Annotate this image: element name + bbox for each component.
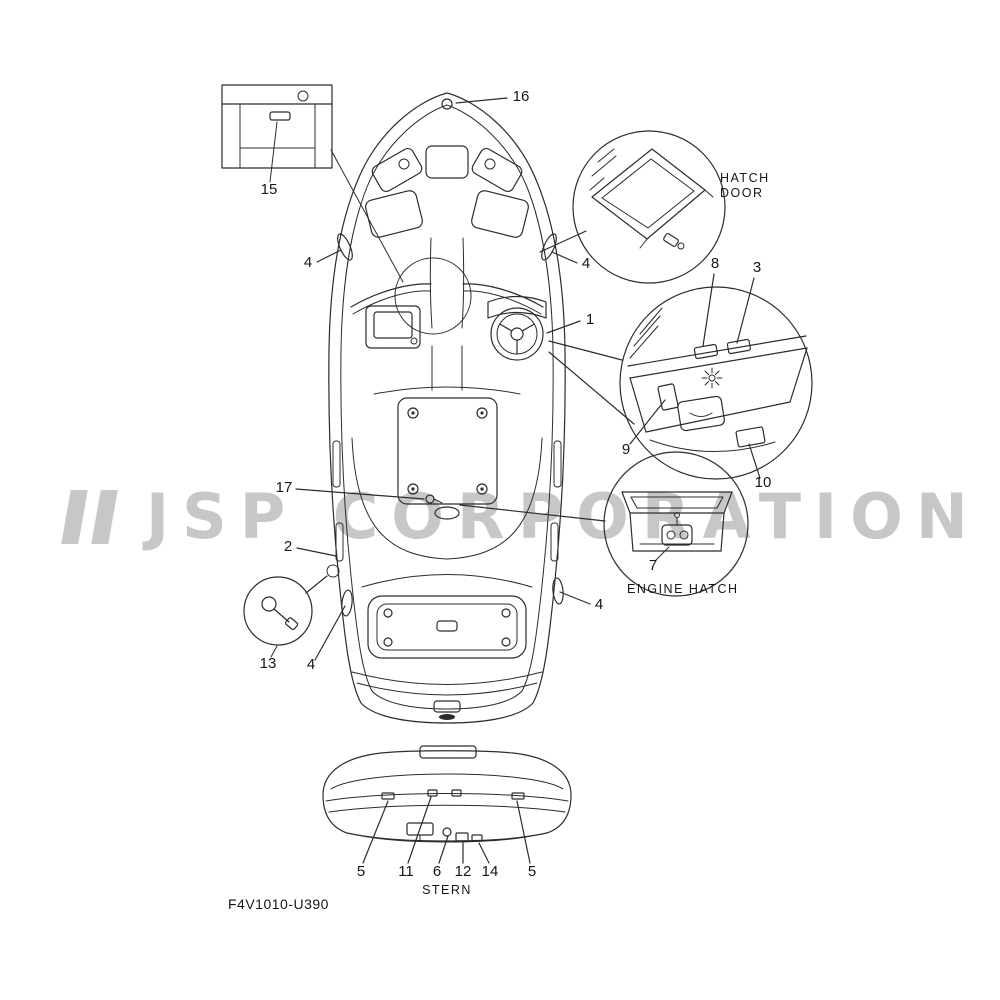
bow-navigation-light bbox=[441, 98, 453, 110]
section-labels: HATCH DOOR ENGINE HATCH STERN F4V1010-U3… bbox=[228, 171, 770, 912]
hull-outline-outer bbox=[328, 92, 566, 724]
engine-hatch-label: ENGINE HATCH bbox=[627, 582, 739, 596]
inset-detail-15 bbox=[221, 84, 404, 283]
switch-panel-8 bbox=[693, 343, 718, 360]
callout-circle bbox=[243, 576, 313, 646]
bow-speaker-left bbox=[398, 158, 410, 170]
part-number-12: 12 bbox=[455, 863, 472, 880]
windshield-left bbox=[350, 283, 432, 308]
rear-bench bbox=[367, 595, 527, 659]
part-number-15: 15 bbox=[261, 181, 278, 198]
engine-hatch-opening bbox=[621, 491, 733, 514]
stern-center-pod bbox=[419, 745, 477, 759]
part-17-latch bbox=[425, 494, 435, 504]
steering-hub bbox=[510, 327, 524, 341]
part-number-6: 6 bbox=[433, 863, 441, 880]
part-number-2: 2 bbox=[284, 538, 292, 555]
hatch-door-callout bbox=[539, 130, 726, 284]
part-number-13: 13 bbox=[260, 655, 277, 672]
inset-frame bbox=[221, 84, 333, 169]
part-number-5-right: 5 bbox=[528, 863, 536, 880]
steering-wheel bbox=[490, 307, 544, 361]
glove-box bbox=[677, 395, 725, 432]
part-15-component bbox=[269, 111, 291, 121]
panel-9 bbox=[657, 383, 679, 411]
console-display bbox=[373, 311, 413, 339]
port-console bbox=[365, 305, 421, 349]
hatch-door-label-line2: DOOR bbox=[720, 186, 764, 200]
hull-marker bbox=[326, 564, 340, 578]
deck-hatch-oval bbox=[434, 506, 460, 520]
callout-circle bbox=[572, 130, 726, 284]
part-number-10: 10 bbox=[755, 474, 772, 491]
console-region-circle bbox=[394, 257, 472, 335]
bow-cushion-lower-right bbox=[471, 190, 529, 238]
part-number-11: 11 bbox=[398, 863, 414, 880]
bow-speaker-right bbox=[484, 158, 496, 170]
part-number-4-lower-right: 4 bbox=[595, 596, 603, 613]
part-number-labels: 16 15 4 4 1 8 3 9 10 17 2 7 4 13 4 5 11 … bbox=[260, 88, 772, 880]
fitting-12 bbox=[455, 832, 469, 842]
boat-top-view bbox=[328, 92, 566, 724]
part-number-16: 16 bbox=[513, 88, 530, 105]
latch-ring bbox=[261, 596, 277, 612]
stern-label: STERN bbox=[422, 883, 472, 897]
watermark-text: JSP CORPORATION bbox=[146, 480, 981, 553]
latch-callout-13 bbox=[243, 564, 340, 658]
gunwale-pad-lower-left bbox=[341, 589, 353, 617]
part-number-7: 7 bbox=[649, 557, 657, 574]
transom-fitting-right bbox=[511, 792, 525, 800]
gunwale-pad-upper-left bbox=[337, 233, 353, 261]
panel-10 bbox=[735, 426, 766, 448]
hatch-hinge bbox=[663, 233, 679, 247]
gunwale-pad-lower-right bbox=[552, 577, 564, 605]
part-number-4-upper-right: 4 bbox=[582, 255, 590, 272]
transom-fitting-midleft bbox=[427, 789, 438, 797]
drain-fitting bbox=[442, 827, 452, 837]
callout-circle bbox=[619, 286, 813, 480]
part-number-4-upper-left: 4 bbox=[304, 254, 312, 271]
part-number-3: 3 bbox=[753, 259, 761, 276]
bow-cushion-upper-right bbox=[471, 147, 523, 193]
part-number-14: 14 bbox=[482, 863, 499, 880]
watermark: JSP CORPORATION bbox=[52, 486, 981, 548]
gunwale-pad-upper-right bbox=[541, 233, 557, 261]
engine-hatch-callout bbox=[459, 451, 749, 597]
part-number-1: 1 bbox=[586, 311, 594, 328]
bow-cushion-upper-left bbox=[371, 147, 423, 193]
hatch-door-label-line1: HATCH bbox=[720, 171, 770, 185]
part-number-4-lower-left: 4 bbox=[307, 656, 315, 673]
part-number-8: 8 bbox=[711, 255, 719, 272]
windshield-right bbox=[462, 283, 544, 308]
helm-dashboard bbox=[487, 295, 547, 319]
part-number-5-left: 5 bbox=[357, 863, 365, 880]
stern-view bbox=[322, 745, 572, 864]
part-number-17: 17 bbox=[276, 479, 293, 496]
transom-fitting-midright bbox=[451, 789, 462, 797]
engine-cover bbox=[397, 397, 498, 505]
bow-cushion-lower-left bbox=[365, 190, 423, 238]
callout-circle bbox=[603, 451, 749, 597]
drawing-part-code: F4V1010-U390 bbox=[228, 896, 329, 912]
leader-lines bbox=[295, 97, 761, 661]
hull-outline-inner bbox=[340, 104, 554, 710]
part-number-9: 9 bbox=[622, 441, 630, 458]
bow-cushion-center bbox=[425, 145, 469, 179]
transom-fitting-left bbox=[381, 792, 395, 800]
